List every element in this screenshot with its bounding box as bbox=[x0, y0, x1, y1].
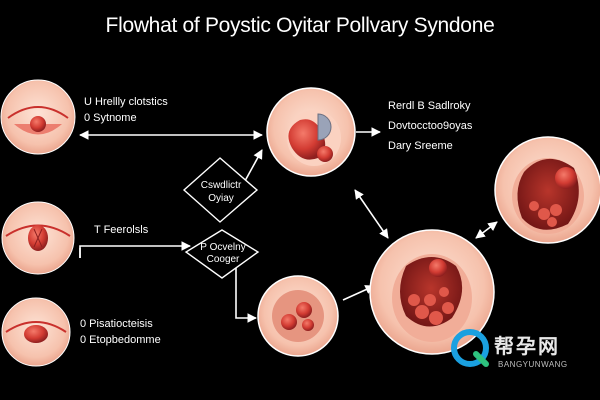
watermark-text: 帮孕网 bbox=[494, 334, 560, 358]
watermark-logo-icon bbox=[451, 329, 489, 367]
ovary-illustration-4 bbox=[369, 229, 495, 355]
arrow-ovary3-to-ovary4 bbox=[342, 285, 375, 301]
decision-2-label-1: P Ocvelny bbox=[200, 242, 246, 253]
decision-2-label-2: Cooger bbox=[206, 254, 240, 265]
arrow-ovary1-to-ovary4 bbox=[354, 189, 389, 239]
left-node-3-label-2: 0 Etopbedomme bbox=[80, 334, 161, 346]
decision-diamond-1 bbox=[182, 157, 259, 223]
decision-1-label-2: Oyiay bbox=[208, 193, 234, 204]
right-text-line-3: Dary Sreeme bbox=[388, 140, 453, 152]
arrow-ovary5-to-ovary4 bbox=[475, 221, 498, 239]
left-node-3-label-1: 0 Pisatiocteisis bbox=[80, 318, 153, 330]
arrow-decision2-to-ovary-3 bbox=[235, 265, 257, 323]
watermark-subtext: BANGYUNWANG bbox=[498, 360, 568, 369]
left-node-2 bbox=[1, 201, 75, 275]
decision-diamond-2 bbox=[184, 229, 260, 279]
arrow-mid-to-decision2 bbox=[79, 241, 191, 258]
left-node-3 bbox=[1, 297, 71, 367]
ovary-illustration-3 bbox=[257, 275, 339, 357]
right-text-line-2: Dovtocctoo9oyas bbox=[388, 120, 473, 132]
left-node-1 bbox=[0, 79, 76, 155]
right-text-line-1: Rerdl B Sadlroky bbox=[388, 100, 471, 112]
left-node-1-label-2: 0 Sytnome bbox=[84, 112, 137, 124]
decision-1-label-1: Cswdlictr bbox=[200, 180, 242, 191]
left-node-2-label-1: T Feerolsls bbox=[94, 224, 149, 236]
ovary-illustration-1 bbox=[266, 87, 356, 177]
left-node-1-label-1: U Hrellly clotstics bbox=[84, 96, 168, 108]
ovary-illustration-5 bbox=[494, 136, 600, 244]
diagram-title: Flowhat of Poystic Oyitar Pollvary Syndo… bbox=[105, 14, 495, 37]
